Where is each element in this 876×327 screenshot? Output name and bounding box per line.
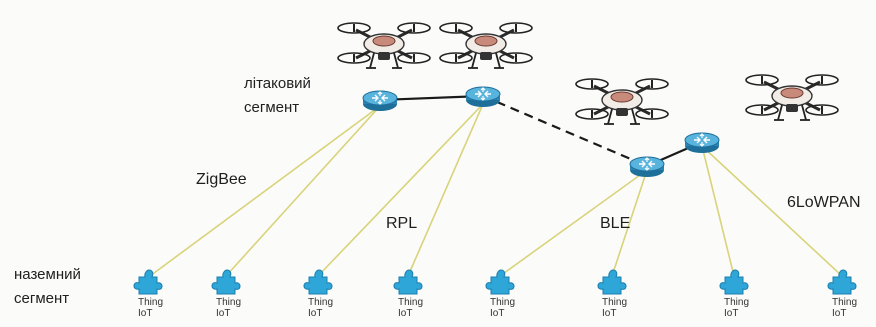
puzzle-piece-icon bbox=[303, 269, 333, 295]
protocol-6lowpan: 6LoWPAN bbox=[787, 194, 861, 211]
puzzle-piece-icon bbox=[211, 269, 241, 295]
protocol-zigbee: ZigBee bbox=[196, 171, 247, 188]
drone-icon bbox=[336, 21, 432, 70]
puzzle-piece-icon bbox=[597, 269, 627, 295]
ground-segment-line-2: сегмент bbox=[14, 290, 70, 307]
protocol-ble: BLE bbox=[600, 215, 631, 232]
ground-segment-line-1: наземний bbox=[14, 266, 81, 283]
ground-segment-label: наземний сегмент bbox=[14, 263, 81, 311]
puzzle-piece-icon bbox=[485, 269, 515, 295]
air-segment-line-1: літаковий bbox=[244, 75, 311, 92]
puzzle-piece-icon bbox=[133, 269, 163, 295]
router-icon bbox=[684, 132, 720, 154]
router-icon bbox=[362, 90, 398, 112]
router-icon bbox=[629, 156, 665, 178]
router-icon bbox=[465, 86, 501, 108]
puzzle-piece-icon bbox=[827, 269, 857, 295]
drone-icon bbox=[438, 21, 534, 70]
protocol-rpl: RPL bbox=[386, 215, 418, 232]
drone-icon bbox=[574, 77, 670, 126]
wireless-links bbox=[149, 103, 843, 277]
puzzle-piece-icon bbox=[393, 269, 423, 295]
air-segment-label: літаковий сегмент bbox=[244, 72, 311, 120]
drone-icon bbox=[744, 73, 840, 122]
air-segment-line-2: сегмент bbox=[244, 99, 300, 116]
puzzle-piece-icon bbox=[719, 269, 749, 295]
